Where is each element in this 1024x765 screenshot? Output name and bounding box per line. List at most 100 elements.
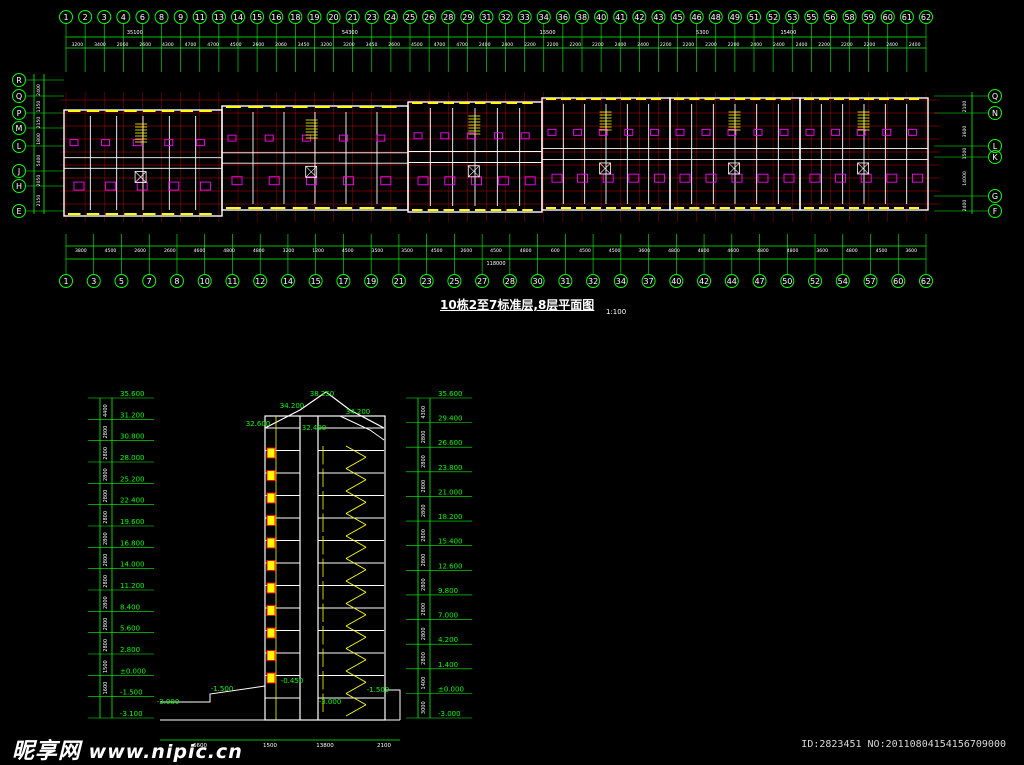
top-dimension-text: 4300 (162, 42, 174, 48)
top-total-text: 15400 (780, 30, 796, 36)
window-mark (894, 207, 904, 209)
top-axis-bubble (613, 10, 628, 24)
left-level-scale-dimension-text: 2800 (103, 596, 109, 609)
top-axis-bubble (842, 10, 857, 24)
bottom-axis-bubble-label: 3 (91, 277, 96, 286)
left-axis-bubble (12, 179, 26, 193)
bottom-axis-bubble (197, 274, 212, 288)
bottom-dimension-text: 4500 (876, 248, 888, 254)
bottom-dimension-text: 4800 (223, 248, 235, 254)
right-dimension-text: 14000 (962, 171, 968, 186)
furniture-block (520, 132, 530, 140)
furniture-block (199, 181, 211, 191)
bottom-axis-bubble-label: 60 (893, 277, 903, 286)
right-level-scale-level-text: 29.400 (438, 415, 463, 423)
right-level-scale-level-text: 18.200 (438, 513, 463, 521)
window-mark (315, 106, 330, 108)
furniture-block (305, 176, 317, 186)
bottom-dimension-text: 3200 (283, 248, 295, 254)
bottom-axis-bubble-label: 47 (754, 277, 764, 286)
bottom-axis-bubble-label: 19 (366, 277, 376, 286)
window-mark (226, 207, 241, 209)
stair-flight (345, 636, 367, 649)
right-axis-bubble-label: G (992, 192, 998, 201)
window-mark (143, 110, 156, 112)
bottom-axis-bubble-label: 42 (699, 277, 709, 286)
window-mark (105, 110, 118, 112)
window-mark (689, 98, 700, 100)
top-axis-bubble-label: 49 (730, 13, 740, 22)
top-axis-bubble (594, 10, 609, 24)
furniture-block (757, 173, 769, 183)
top-dimension-text: 2600 (139, 42, 151, 48)
top-axis-bubble (747, 10, 761, 24)
furniture-block (493, 132, 503, 140)
section-step-elevation: -0.450 (281, 677, 304, 685)
left-level-scale-dimension-text: 4400 (103, 404, 109, 417)
bottom-axis-bubble-label: 12 (255, 277, 265, 286)
top-dimension-text: 4700 (207, 42, 219, 48)
top-axis-bubble-label: 33 (520, 13, 530, 22)
furniture-block (101, 139, 111, 147)
window-mark (180, 213, 193, 215)
bottom-axis-bubble-label: 50 (782, 277, 792, 286)
top-axis-bubble-label: 56 (825, 13, 835, 22)
left-level-scale-level-text: 35.600 (120, 390, 145, 398)
bottom-axis-bubble (142, 274, 157, 288)
stair-flight (345, 546, 367, 559)
window-mark (546, 98, 556, 100)
window-mark (86, 110, 100, 112)
bottom-axis-bubble-label: 11 (227, 277, 237, 286)
window-mark (270, 207, 286, 209)
furniture-block (907, 128, 917, 136)
section-window (266, 582, 276, 594)
stair-flight (345, 614, 367, 627)
furniture-block (675, 128, 685, 136)
top-axis-bubble (326, 10, 341, 24)
right-dimension-text: 1500 (962, 148, 968, 160)
top-axis-bubble-label: 26 (424, 13, 434, 22)
bottom-dimension-text: 4800 (253, 248, 265, 254)
right-level-scale-dimension-text: 2800 (421, 504, 427, 517)
window-mark (879, 98, 889, 100)
right-axis-bubble (988, 89, 1002, 103)
stair-flight (345, 558, 367, 571)
watermark-logo-text: 昵享网 (12, 739, 82, 764)
furniture-block (343, 176, 355, 186)
watermark-site: www.nipic.cn (88, 741, 243, 763)
left-dimension-text: 2150 (36, 117, 42, 129)
top-axis-bubble (575, 10, 589, 24)
stair-flight (345, 648, 367, 661)
right-axis-bubble-label: Q (992, 92, 998, 101)
left-axis-bubble (12, 89, 26, 103)
stair-flight (345, 591, 367, 604)
left-level-scale-dimension-text: 1600 (103, 682, 109, 695)
stair-flight (345, 456, 367, 469)
bottom-dimension-text: 600 (551, 248, 560, 254)
bottom-dimension-text: 4500 (105, 248, 117, 254)
right-level-scale-level-text: 12.600 (438, 562, 463, 570)
stair-flight (345, 501, 367, 514)
top-axis-bubble-label: 60 (883, 13, 893, 22)
section-step-elevation: -1.500 (211, 685, 234, 693)
top-axis-bubble-label: 41 (615, 13, 625, 22)
top-axis-bubble (517, 10, 532, 24)
left-dimension-text: 5400 (36, 155, 42, 167)
bottom-dimension-text: 4500 (490, 248, 502, 254)
furniture-block (417, 176, 429, 186)
bottom-axis-bubble (280, 274, 295, 288)
left-level-scale-level-text: 16.800 (120, 539, 145, 547)
right-axis-bubble (988, 106, 1002, 120)
right-level-scale-level-text: 26.600 (438, 439, 463, 447)
top-axis-bubble-label: 45 (672, 13, 682, 22)
furniture-block (73, 181, 85, 191)
window-mark (719, 98, 730, 100)
bottom-axis-bubble-label: 28 (505, 277, 515, 286)
stair-flight (345, 580, 367, 593)
top-axis-bubble-label: 1 (63, 13, 68, 22)
stair-flight (345, 603, 367, 616)
top-axis-bubble-label: 53 (787, 13, 797, 22)
window-mark (381, 207, 397, 209)
elevator-shaft (728, 162, 740, 175)
top-axis-bubble-label: 13 (214, 13, 224, 22)
